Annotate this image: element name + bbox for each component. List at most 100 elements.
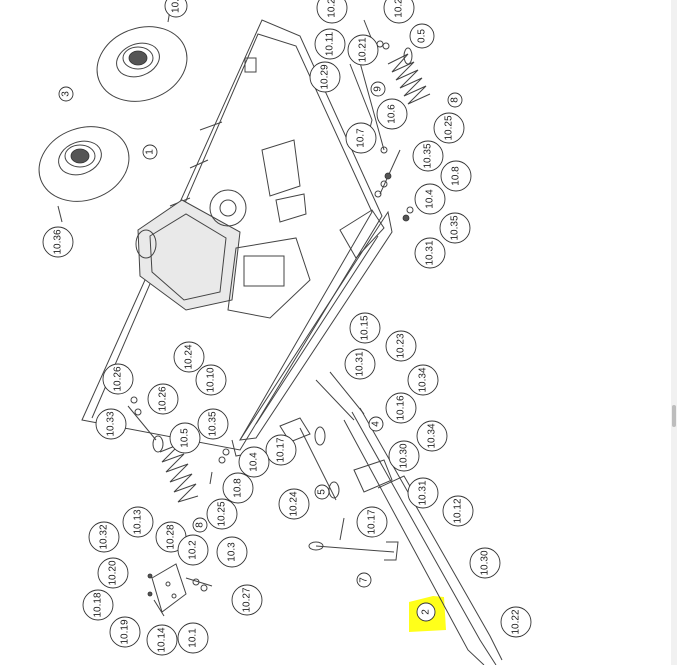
callout-balloon (447, 92, 463, 108)
callout-label: 10.34 (418, 367, 429, 392)
callout-c_10_36: 10.36 (42, 226, 74, 258)
tow-bar (315, 371, 503, 665)
wheel-upper (96, 26, 188, 102)
mower-deck-frame (81, 19, 383, 451)
callout-c_4: 4 (368, 416, 384, 432)
callout-c_10_33: 10.33 (95, 408, 127, 440)
callout-balloon (169, 422, 201, 454)
callout-label: 10.30 (399, 443, 410, 468)
callout-c_10_35_b: 10.35 (439, 212, 471, 244)
callout-c_5: 5 (314, 484, 330, 500)
callout-balloon (414, 237, 446, 269)
callout-label: 10.19 (120, 619, 131, 644)
callout-label: 10.18 (93, 592, 104, 617)
callout-label: 4 (371, 421, 382, 427)
callout-balloon (407, 477, 439, 509)
wheel-lower (38, 126, 130, 202)
callout-label: 10.36 (53, 229, 64, 254)
callout-balloon (238, 446, 270, 478)
callout-label: 8 (195, 522, 206, 528)
callout-label: 10.26 (158, 386, 169, 411)
callout-balloon (222, 472, 254, 504)
callout-balloon (265, 434, 297, 466)
callout-c_10_24_low: 10.24 (278, 488, 310, 520)
callout-c_7: 7 (356, 572, 372, 588)
callout-balloon (177, 622, 209, 654)
callout-label: 10.31 (425, 240, 436, 265)
callout-c_10_25_low: 10.25 (206, 498, 238, 530)
callout-label: 10.30 (480, 550, 491, 575)
callout-balloon (356, 572, 372, 588)
vertical-scrollbar[interactable] (671, 0, 677, 665)
callout-label: 5 (317, 489, 328, 495)
callout-label: 10.8 (451, 166, 462, 186)
height-adjuster-lower (279, 417, 345, 541)
callout-label: 1 (145, 149, 156, 155)
callout-label: 10.31 (418, 480, 429, 505)
callout-c_10_21: 10.21 (347, 34, 379, 66)
callout-c_10_35_mid: 10.35 (197, 408, 229, 440)
callout-balloon (385, 330, 417, 362)
callout-c_10_26b: 10.26 (147, 383, 179, 415)
callout-label: 10.4 (249, 452, 260, 472)
callout-balloon (469, 547, 501, 579)
callout-label: 10.17 (276, 437, 287, 462)
callout-label: 10.15 (360, 315, 371, 340)
callout-label: 10.32 (99, 524, 110, 549)
callout-c_10_31_top: 10.31 (414, 237, 446, 269)
spring-upper (387, 47, 431, 105)
callout-balloon (109, 616, 141, 648)
callout-c_10_31_low: 10.31 (407, 477, 439, 509)
callout-balloon (147, 383, 179, 415)
callout-balloon (368, 416, 384, 432)
engine-assembly (135, 139, 311, 319)
callout-label: 10.13 (133, 509, 144, 534)
callout-label: 10.2 (188, 540, 199, 560)
callout-balloon (177, 534, 209, 566)
callout-balloon (42, 226, 74, 258)
callout-balloon (385, 392, 417, 424)
callout-c_10_34b: 10.34 (416, 420, 448, 452)
callout-c_10_8_mid: 10.8 (222, 472, 254, 504)
callout-c_9: 9 (370, 81, 386, 97)
callout-balloon (416, 420, 448, 452)
callout-label: 10.26 (113, 366, 124, 391)
callout-balloon (388, 440, 420, 472)
callout-c_10_30a: 10.30 (388, 440, 420, 472)
callout-label: 0.5 (417, 29, 428, 43)
callout-balloon (142, 144, 158, 160)
callout-c_10_2a: 10.2 (316, 0, 348, 24)
callout-label: 10.4 (425, 189, 436, 209)
callout-c_10_34a: 10.34 (407, 364, 439, 396)
callout-balloon (58, 86, 74, 102)
callout-balloon (440, 160, 472, 192)
callout-label: 10.17 (367, 509, 378, 534)
callout-c_10_22: 10.22 (500, 606, 532, 638)
callout-balloon (88, 521, 120, 553)
callout-c_10x_top: 10. (164, 0, 188, 18)
callout-c_10_15: 10.15 (349, 312, 381, 344)
callout-label: 10.34 (427, 423, 438, 448)
callout-balloon (409, 23, 435, 49)
callout-label: 10.20 (108, 560, 119, 585)
callout-balloon (97, 557, 129, 589)
callout-balloon (370, 81, 386, 97)
callout-c_10_5: 10.5 (169, 422, 201, 454)
callout-c_10_27: 10.27 (231, 584, 263, 616)
callout-label: 10.23 (396, 333, 407, 358)
callout-c_3: 3 (58, 86, 74, 102)
callout-label: 10.35 (208, 411, 219, 436)
callout-label: 10.2 (327, 0, 338, 18)
callout-label: 10.29 (320, 64, 331, 89)
callout-label: 10.24 (289, 491, 300, 516)
callout-c_8_top: 8 (447, 92, 463, 108)
callout-label: 7 (359, 577, 370, 583)
callout-label: 10.3 (227, 542, 238, 562)
callout-c_10_7: 10.7 (345, 122, 377, 154)
callout-balloon (500, 606, 532, 638)
callout-balloon (433, 112, 465, 144)
callout-c_10_23: 10.23 (385, 330, 417, 362)
callout-balloon (102, 363, 134, 395)
callout-c_10_32: 10.32 (88, 521, 120, 553)
scrollbar-thumb[interactable] (672, 405, 676, 427)
